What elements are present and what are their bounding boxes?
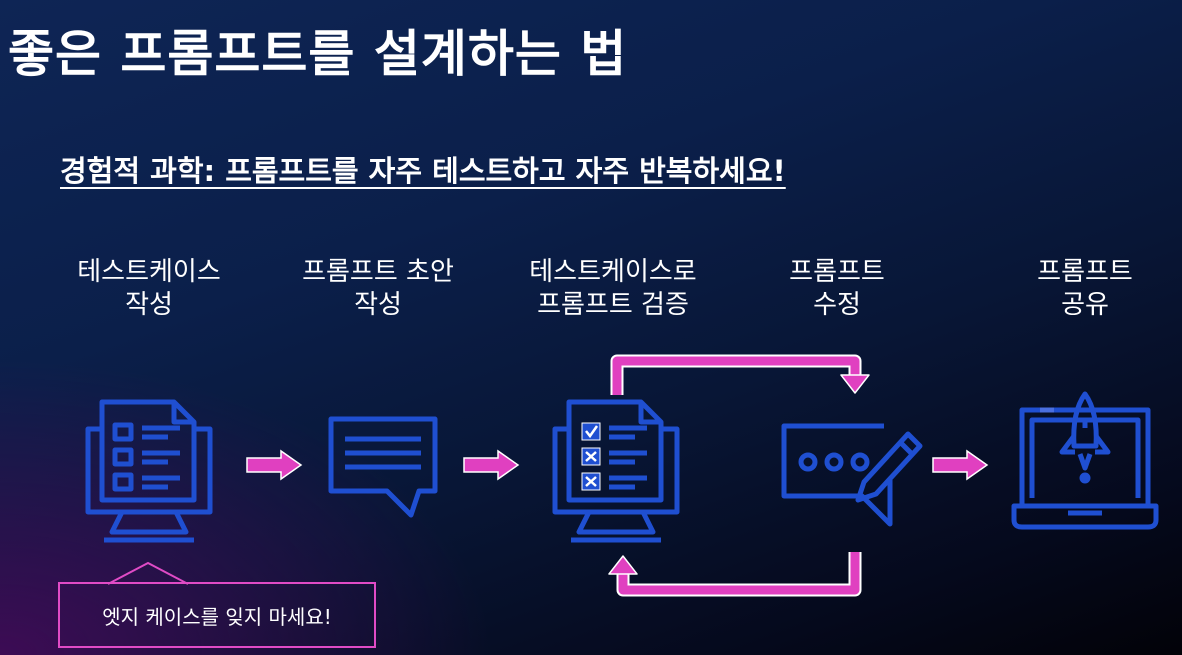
edge-case-callout-text: 엣지 케이스를 잊지 마세요!: [102, 604, 332, 629]
step-label-line: 수정: [813, 290, 861, 320]
step-label-revise-prompt: 프롬프트 수정: [722, 256, 952, 322]
speech-bubble-icon: [328, 416, 438, 518]
step-label-line: 테스트케이스: [77, 257, 221, 287]
edge-case-callout: [58, 582, 376, 648]
step-label-validate-prompt: 테스트케이스로 프롬프트 검증: [498, 256, 728, 322]
step-label-line: 프롬프트 초안: [302, 257, 454, 287]
step-label-write-testcases: 테스트케이스 작성: [34, 256, 264, 322]
step-label-line: 프롬프트: [1037, 257, 1133, 287]
laptop-rocket-icon: [1011, 391, 1159, 530]
step-label-share-prompt: 프롬프트 공유: [970, 256, 1182, 322]
loop-arrow-top-icon: [610, 354, 870, 395]
step-label-line: 테스트케이스로: [529, 257, 697, 287]
monitor-checked-list-icon: [552, 399, 680, 543]
loop-arrow-bottom-icon: [608, 552, 862, 597]
monitor-checklist-icon: [85, 399, 213, 543]
flow-arrow-icon: [246, 449, 303, 481]
step-label-draft-prompt: 프롬프트 초안 작성: [263, 256, 493, 322]
callout-pointer-icon: [107, 561, 189, 585]
step-label-line: 프롬프트: [789, 257, 885, 287]
step-label-line: 프롬프트 검증: [537, 290, 689, 320]
flow-arrow-icon: [463, 449, 520, 481]
step-label-line: 공유: [1061, 290, 1109, 320]
step-label-line: 작성: [125, 290, 173, 320]
step-label-line: 작성: [354, 290, 402, 320]
page-title: 좋은 프롬프트를 설계하는 법: [8, 25, 628, 83]
page-subtitle: 경험적 과학: 프롬프트를 자주 테스트하고 자주 반복하세요!: [60, 154, 786, 188]
flow-arrow-icon: [932, 449, 989, 481]
edit-message-icon: [781, 423, 923, 527]
